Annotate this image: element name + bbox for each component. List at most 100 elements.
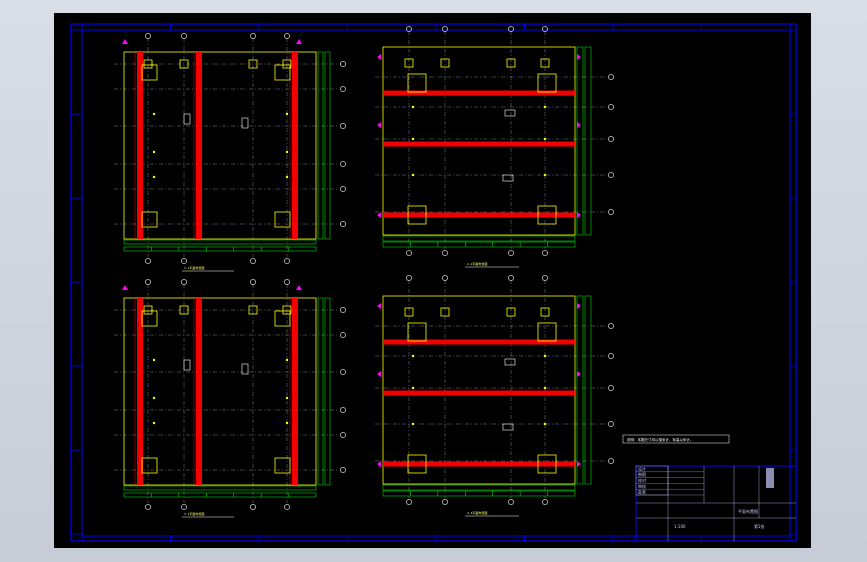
anchor-dot: [411, 137, 415, 141]
dimension-bar: [324, 51, 331, 240]
anchor-dot: [152, 421, 156, 425]
axis-bubble: [608, 385, 614, 391]
axis-bubble: [340, 369, 346, 375]
section-marker: [577, 54, 581, 60]
axis-bubble: [145, 504, 151, 510]
axis-bubble: [340, 432, 346, 438]
axis-bubble: [250, 258, 256, 264]
tag-box: [502, 423, 514, 431]
dimension-bar: [382, 241, 576, 248]
section-marker: [377, 122, 381, 128]
title-row-label: 批准: [638, 489, 646, 495]
axis-bubble: [340, 467, 346, 473]
anchor-dot: [411, 173, 415, 177]
axis-bubble: [340, 186, 346, 192]
anchor-dot: [543, 173, 547, 177]
tag-box: [183, 113, 191, 125]
axis-bubble: [340, 161, 346, 167]
beam: [383, 141, 575, 147]
plan-view: 3-3平面布置图: [114, 279, 346, 518]
column-pad: [274, 64, 291, 81]
dimension-bar: [382, 484, 576, 491]
tag-box: [504, 358, 516, 366]
axis-bubble: [181, 279, 187, 285]
column: [404, 307, 414, 317]
section-marker: [377, 212, 381, 218]
beam: [292, 52, 298, 239]
column: [540, 58, 550, 68]
column: [440, 307, 450, 317]
axis-bubble: [442, 499, 448, 505]
plan-view: 2-2平面布置图: [375, 26, 614, 268]
section-marker: [577, 461, 581, 467]
column-pad: [274, 310, 291, 327]
axis-bubble: [508, 499, 514, 505]
section-marker: [377, 461, 381, 467]
anchor-dot: [411, 105, 415, 109]
anchor-dot: [285, 150, 289, 154]
column: [143, 305, 153, 315]
anchor-dot: [543, 105, 547, 109]
axis-bubble: [406, 275, 412, 281]
column: [440, 58, 450, 68]
column-pad: [537, 205, 557, 225]
anchor-dot: [152, 358, 156, 362]
axis-bubble: [406, 499, 412, 505]
axis-bubble: [181, 258, 187, 264]
axis-bubble: [250, 279, 256, 285]
axis-bubble: [340, 307, 346, 313]
axis-bubble: [340, 332, 346, 338]
dimension-bar: [324, 297, 331, 486]
beam: [383, 390, 575, 396]
column-pad: [537, 73, 557, 93]
axis-bubble: [608, 74, 614, 80]
section-marker: [577, 122, 581, 128]
axis-bubble: [542, 250, 548, 256]
axis-bubble: [181, 33, 187, 39]
dimension-bar: [576, 46, 584, 236]
column: [282, 305, 292, 315]
axis-bubble: [406, 250, 412, 256]
tag-box: [504, 109, 516, 117]
anchor-dot: [543, 354, 547, 358]
beam: [383, 90, 575, 96]
dimension-bar: [123, 485, 317, 491]
axis-bubble: [284, 33, 290, 39]
axis-bubble: [608, 353, 614, 359]
dimension-bar: [317, 297, 324, 486]
column: [540, 307, 550, 317]
title-row-label: 审核: [638, 483, 646, 489]
section-marker: [577, 212, 581, 218]
axis-bubble: [508, 275, 514, 281]
column: [282, 59, 292, 69]
axis-bubble: [406, 26, 412, 32]
column-pad: [141, 64, 158, 81]
column: [506, 58, 516, 68]
dimension-bar: [317, 51, 324, 240]
beam: [292, 298, 298, 485]
axis-bubble: [284, 258, 290, 264]
axis-bubble: [145, 279, 151, 285]
axis-bubble: [508, 26, 514, 32]
dimension-bar: [123, 492, 317, 498]
dimension-bar: [123, 246, 317, 252]
title-row-label: 设计: [638, 465, 646, 471]
beam: [196, 298, 202, 485]
column-pad: [407, 205, 427, 225]
column: [143, 59, 153, 69]
anchor-dot: [543, 137, 547, 141]
sheet-number: 第1张: [754, 523, 765, 529]
anchor-dot: [543, 422, 547, 426]
dimension-bar: [382, 490, 576, 497]
tag-box: [502, 174, 514, 182]
anchor-dot: [152, 112, 156, 116]
axis-bubble: [442, 275, 448, 281]
column-pad: [407, 322, 427, 342]
column-pad: [537, 454, 557, 474]
axis-bubble: [542, 26, 548, 32]
anchor-dot: [411, 422, 415, 426]
section-marker: [577, 303, 581, 309]
section-marker: [296, 285, 302, 290]
